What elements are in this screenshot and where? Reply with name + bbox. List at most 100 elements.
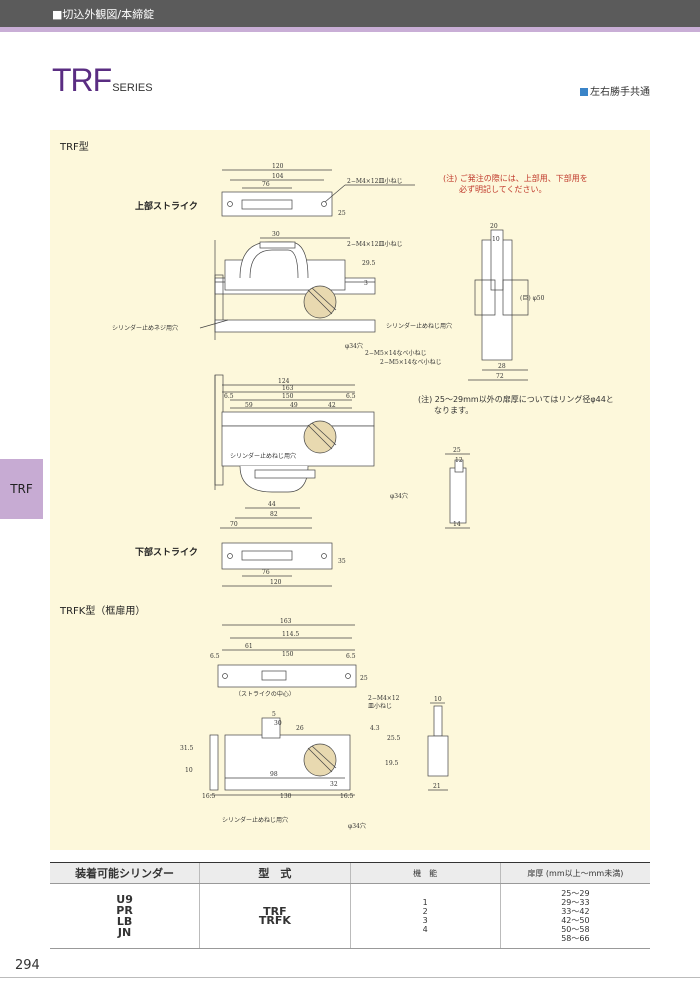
thickness-item: 29～33: [561, 898, 590, 907]
thickness-item: 50～58: [561, 925, 590, 934]
svg-text:30: 30: [274, 720, 282, 727]
cyl-hole-label-c: シリンダー止めねじ用穴: [230, 452, 296, 460]
thickness-item: 58～66: [561, 934, 590, 943]
svg-text:31.5: 31.5: [180, 745, 194, 752]
header-cylinder: 装着可能シリンダー: [50, 862, 200, 884]
m4-screw-label-b: 2−M4×12皿小ねじ: [347, 240, 402, 248]
svg-text:25: 25: [360, 675, 368, 682]
spec-table: 装着可能シリンダー 型 式 機 能 扉厚 (mm以上～mm未満) U9 PR L…: [50, 862, 650, 949]
svg-text:6.5: 6.5: [210, 653, 220, 660]
model-item: TRF: [263, 905, 287, 918]
spec-header-row: 装着可能シリンダー 型 式 機 能 扉厚 (mm以上～mm未満): [50, 862, 650, 884]
svg-text:82: 82: [270, 511, 278, 518]
lower-strike-label: 下部ストライク: [135, 548, 198, 558]
svg-text:4.3: 4.3: [370, 725, 380, 732]
svg-text:6.5: 6.5: [224, 393, 234, 400]
svg-text:10: 10: [492, 236, 500, 243]
handed-text: 左右勝手共通: [590, 87, 650, 98]
svg-text:61: 61: [245, 643, 253, 650]
svg-text:10: 10: [185, 767, 193, 774]
svg-text:19.5: 19.5: [385, 760, 399, 767]
m4-k2-label: 皿小ねじ: [368, 702, 392, 710]
svg-text:35: 35: [338, 558, 346, 565]
series-suffix: SERIES: [112, 82, 153, 94]
order-note: (注) ご発注の際には、上部用、下部用を 必ず明記してください。: [443, 174, 588, 194]
svg-text:59: 59: [245, 402, 253, 409]
svg-text:104: 104: [272, 173, 284, 180]
drawing-panel: TRF型 上部ストライク 下部ストライク TRFK型（框扉用） (注) ご発注の…: [50, 130, 650, 850]
m4-screw-label: 2−M4×12皿小ねじ: [347, 177, 402, 185]
trfk-strike-drawing: 163 114.5 61 150 6.5 6.5 25 （ストライクの中心） 2−M…: [210, 618, 400, 710]
svg-text:70: 70: [230, 521, 238, 528]
function-item: 4: [422, 925, 428, 934]
header-thickness: 扉厚 (mm以上～mm未満): [499, 862, 650, 884]
thickness-cell: 25～29 29～33 33～42 42～50 50～58 58～66: [499, 883, 650, 949]
svg-text:163: 163: [280, 618, 292, 625]
svg-text:10: 10: [434, 696, 442, 703]
function-item: 2: [422, 907, 428, 916]
header-function: 機 能: [349, 862, 501, 884]
svg-text:42: 42: [328, 402, 336, 409]
svg-text:49: 49: [290, 402, 298, 409]
svg-text:150: 150: [282, 651, 294, 658]
cylinder-item: LB: [116, 915, 133, 928]
svg-text:26: 26: [296, 725, 304, 732]
footer-line: [0, 977, 700, 978]
handed-note: 左右勝手共通: [580, 83, 650, 98]
m5-screw-label-a: 2−M5×14なべ小ねじ: [365, 349, 426, 357]
cyl-hole-label-a: シリンダー止めネジ用穴: [112, 324, 178, 332]
svg-text:120: 120: [270, 579, 282, 586]
svg-text:6.5: 6.5: [346, 653, 356, 660]
svg-text:30: 30: [272, 231, 280, 238]
svg-text:72: 72: [496, 373, 504, 380]
svg-text:114.5: 114.5: [282, 631, 299, 638]
thickness-item: 42～50: [561, 916, 590, 925]
svg-text:98: 98: [270, 771, 278, 778]
function-item: 3: [422, 916, 428, 925]
svg-text:44: 44: [268, 501, 276, 508]
svg-text:20: 20: [490, 223, 498, 230]
svg-text:25: 25: [453, 447, 461, 454]
upper-side-view-drawing: 28 72 20 10 (巨) φ50 シリンダー止めねじ用穴: [386, 223, 545, 381]
cylinder-item: PR: [116, 904, 133, 917]
svg-text:76: 76: [262, 569, 270, 576]
ring-label: (巨) φ50: [520, 295, 545, 302]
cyl-hole-label-b: シリンダー止めねじ用穴: [386, 322, 452, 330]
trfk-title: TRFK型（框扉用）: [60, 606, 146, 617]
cyl-hole-label-d: シリンダー止めねじ用穴: [222, 816, 288, 824]
m4-k1-label: 2−M4×12: [368, 695, 400, 702]
cylinder-item: U9: [116, 893, 133, 906]
svg-text:14: 14: [453, 521, 461, 528]
side-tab-label: TRF: [10, 482, 33, 496]
function-item: 1: [422, 898, 428, 907]
hole34-label-a: φ34穴: [345, 342, 363, 350]
thickness-item: 25～29: [561, 889, 590, 898]
svg-text:3: 3: [364, 280, 368, 287]
m5-screw-label-b: 2−M5×14なべ小ねじ: [380, 358, 441, 366]
svg-text:28: 28: [498, 363, 506, 370]
hole34-label-b: φ34穴: [390, 492, 408, 500]
svg-text:130: 130: [280, 793, 292, 800]
spec-row: U9 PR LB JN TRF TRFK 1 2 3 4 25～29 29～33…: [50, 883, 650, 949]
model-item: TRFK: [258, 914, 291, 927]
square-bullet-icon: [580, 88, 588, 96]
page-number: 294: [15, 958, 40, 973]
svg-text:25.5: 25.5: [387, 735, 401, 742]
cylinder-cell: U9 PR LB JN: [50, 883, 200, 949]
hole34-label-c: φ34穴: [348, 822, 366, 830]
lower-strike-drawing: 76 120 35: [221, 542, 346, 587]
side-tab[interactable]: TRF: [0, 459, 43, 519]
upper-lock-body-drawing: 30 2−M4×12皿小ねじ シリンダー止めネジ用穴 φ34穴 2−M5×14な…: [112, 231, 441, 366]
thickness-item: 33～42: [561, 907, 590, 916]
upper-strike-label: 上部ストライク: [135, 202, 198, 212]
svg-text:29.5: 29.5: [362, 260, 376, 267]
strike-center-label: （ストライクの中心）: [235, 690, 295, 698]
svg-text:5: 5: [272, 711, 276, 718]
svg-text:32: 32: [330, 781, 338, 788]
svg-text:163: 163: [282, 385, 294, 392]
series-name: TRF: [52, 62, 112, 98]
series-title: TRFSERIES: [52, 62, 153, 99]
